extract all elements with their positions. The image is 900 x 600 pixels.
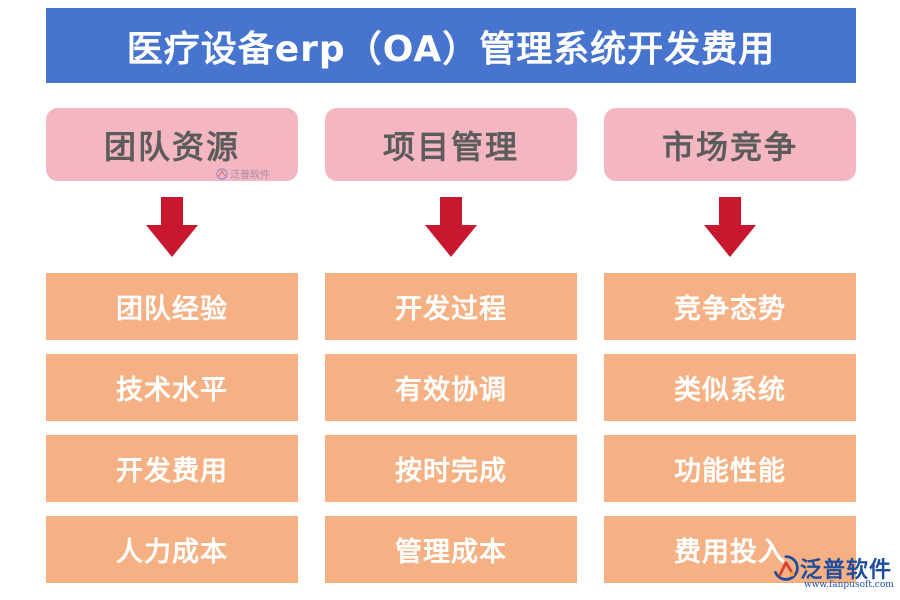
- factor-item-label: 开发费用: [116, 456, 228, 487]
- watermark-small: 泛普软件: [216, 166, 270, 181]
- factor-item: 费用投入: [604, 516, 856, 583]
- down-arrow-icon: [421, 197, 481, 263]
- brand-name: 泛普软件: [800, 558, 893, 583]
- factor-item-label: 功能性能: [674, 456, 786, 487]
- factor-item-label: 费用投入: [674, 537, 786, 568]
- factor-item-label: 技术水平: [116, 375, 228, 406]
- column-market-competition: 市场竞争 竞争态势 类似系统 功能性能 费用投入: [604, 108, 856, 597]
- factor-item-label: 管理成本: [395, 537, 507, 568]
- factor-item: 管理成本: [325, 516, 577, 583]
- factor-item: 技术水平: [46, 354, 298, 421]
- factor-list: 开发过程 有效协调 按时完成 管理成本: [325, 273, 577, 597]
- factor-item: 功能性能: [604, 435, 856, 502]
- category-header-label: 市场竞争: [661, 127, 798, 166]
- category-header: 项目管理: [325, 108, 577, 181]
- factor-item: 按时完成: [325, 435, 577, 502]
- factor-item: 类似系统: [604, 354, 856, 421]
- category-header-label: 项目管理: [382, 127, 519, 166]
- down-arrow-icon: [700, 197, 760, 263]
- brand-url: www.fanpusoft.com: [804, 580, 894, 590]
- factor-item-label: 按时完成: [395, 456, 507, 487]
- factor-item: 开发费用: [46, 435, 298, 502]
- factor-item-label: 类似系统: [674, 375, 786, 406]
- factor-item-label: 人力成本: [116, 537, 228, 568]
- factor-item: 人力成本: [46, 516, 298, 583]
- factor-item-label: 有效协调: [395, 375, 507, 406]
- category-header: 团队资源: [46, 108, 298, 181]
- column-team-resources: 团队资源 团队经验 技术水平 开发费用 人力成本: [46, 108, 298, 597]
- factor-item: 有效协调: [325, 354, 577, 421]
- down-arrow-icon: [142, 197, 202, 263]
- factor-item: 竞争态势: [604, 273, 856, 340]
- title-banner: 医疗设备erp（OA）管理系统开发费用: [46, 8, 856, 83]
- factor-item-label: 团队经验: [116, 294, 228, 325]
- category-header: 市场竞争: [604, 108, 856, 181]
- factor-item-label: 竞争态势: [674, 294, 786, 325]
- brand-logo-icon: [774, 555, 799, 581]
- watermark-text: 泛普软件: [230, 170, 270, 181]
- factor-item: 团队经验: [46, 273, 298, 340]
- factor-list: 团队经验 技术水平 开发费用 人力成本: [46, 273, 298, 597]
- category-header-label: 团队资源: [103, 127, 240, 166]
- brand-logo: 泛普软件 www.fanpusoft.com: [768, 550, 894, 596]
- factor-list: 竞争态势 类似系统 功能性能 费用投入: [604, 273, 856, 597]
- column-project-management: 项目管理 开发过程 有效协调 按时完成 管理成本: [325, 108, 577, 597]
- factor-item: 开发过程: [325, 273, 577, 340]
- page-title: 医疗设备erp（OA）管理系统开发费用: [126, 28, 776, 70]
- factor-item-label: 开发过程: [395, 294, 507, 325]
- brand-logo-icon: [216, 167, 228, 180]
